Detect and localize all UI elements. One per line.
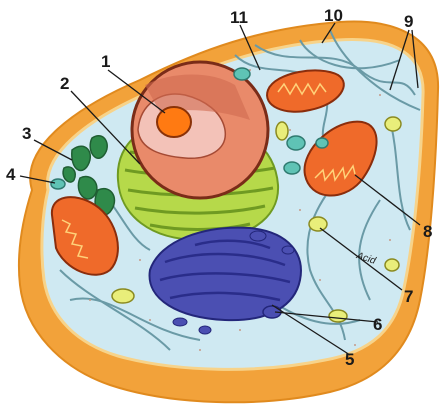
nucleus: [132, 62, 268, 198]
label-2: 2: [60, 74, 69, 93]
label-11: 11: [230, 8, 248, 27]
label-8: 8: [423, 222, 432, 241]
label-5: 5: [345, 350, 354, 369]
label-7: 7: [404, 287, 413, 306]
label-4: 4: [6, 165, 16, 184]
label-9: 9: [404, 12, 413, 31]
label-1: 1: [101, 52, 110, 71]
label-10: 10: [324, 6, 343, 25]
label-3: 3: [22, 124, 31, 143]
label-6: 6: [373, 315, 382, 334]
